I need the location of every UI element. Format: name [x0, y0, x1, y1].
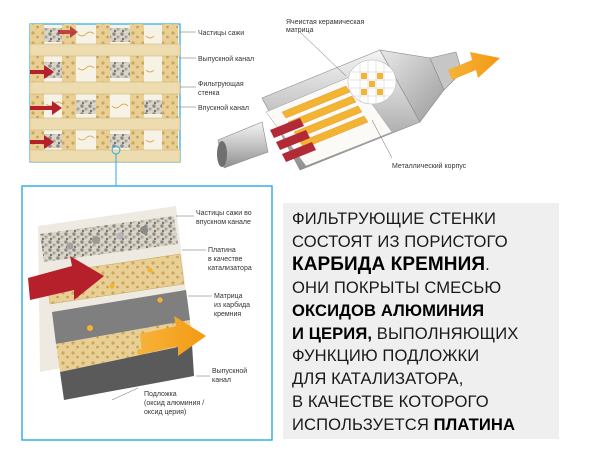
desc-line-6-rest: выполняющих [372, 323, 519, 343]
detail-outflow-arrow [140, 316, 206, 356]
detail-leader-lines [111, 215, 212, 401]
label-soot: Частицы сажи [198, 30, 244, 37]
label-detail-soot-1: Частицы сажи во [196, 210, 252, 217]
soot-channels [270, 118, 316, 162]
label-platinum-3: катализатора [208, 265, 252, 272]
desc-highlight-alumina: оксидов алюминия [292, 300, 485, 320]
desc-highlight-silicon-carbide: карбида кремния [292, 253, 486, 275]
label-metal-housing: Металлический корпус [392, 162, 467, 170]
desc-highlight-platinum: платина [433, 415, 516, 435]
top-filter-section: Частицы сажи Выпускной канал Фильтрующая… [29, 23, 254, 186]
label-substrate-1: Подложка [144, 391, 177, 398]
description-text: Фильтрующие стенки состоят из пористого … [292, 208, 557, 437]
label-ceramic-matrix-1: Ячеистая керамическая [286, 19, 364, 26]
label-filter-wall-2: стенка [198, 90, 220, 97]
inflow-arrows [30, 26, 78, 149]
label-filter-wall-1: Фильтрующая [198, 81, 244, 88]
label-detail-soot-2: впускном канале [196, 219, 251, 226]
label-inlet-channel: Впускной канал [198, 104, 249, 112]
label-substrate-2: (оксид алюминия / [144, 400, 204, 407]
label-detail-outlet-2: канал [212, 377, 231, 384]
detail-inflow-arrow [28, 256, 104, 300]
desc-line-1: Фильтрующие стенки [292, 209, 496, 228]
converter-illustration: Ячеистая керамическая матрица Металличес… [217, 19, 500, 171]
soot-particles [44, 28, 162, 148]
label-detail-outlet-1: Выпускной [212, 367, 247, 375]
label-outlet-channel: Выпускной канал [198, 55, 254, 63]
zoom-connector [111, 145, 121, 186]
label-sic-matrix-3: кремния [214, 311, 241, 318]
label-platinum-2: в качестве [208, 256, 243, 263]
desc-line-7: функцию подложки [292, 346, 480, 366]
detail-frame: Частицы сажи во впускном канале Платина … [21, 185, 273, 441]
desc-line-10: используется платина [292, 414, 557, 437]
top-leader-lines [180, 31, 196, 108]
label-sic-matrix-1: Матрица [214, 293, 243, 300]
desc-line-9: в качестве которого [292, 392, 489, 412]
converter-leader-lines [299, 31, 393, 159]
inlet-opening [217, 141, 227, 167]
desc-line-10-rest: используется [292, 415, 434, 435]
desc-line-2: состоят из пористого [292, 231, 508, 251]
filter-slabs [29, 43, 181, 163]
label-sic-matrix-2: из карбида [214, 301, 250, 309]
desc-line-4: Они покрыты смесью [292, 277, 502, 297]
desc-line-3-rest: . [485, 254, 490, 274]
flow-lines [45, 31, 155, 143]
honeycomb-face [347, 59, 397, 105]
catalyst-particles [66, 226, 163, 355]
desc-highlight-ceria: и церия, [292, 323, 373, 343]
label-platinum-1: Платина [208, 247, 236, 254]
outflow-arrow [448, 52, 500, 80]
desc-line-6: и церия, выполняющих [292, 323, 557, 346]
desc-line-5: оксидов алюминия [292, 300, 557, 323]
desc-line-3: карбида кремния. [292, 254, 557, 277]
description-panel: Фильтрующие стенки состоят из пористого … [283, 203, 559, 439]
label-substrate-3: оксид церия) [144, 409, 186, 416]
detail-matrix [38, 206, 194, 400]
desc-line-8: для катализатора, [292, 369, 464, 389]
label-ceramic-matrix-2: матрица [286, 27, 314, 34]
